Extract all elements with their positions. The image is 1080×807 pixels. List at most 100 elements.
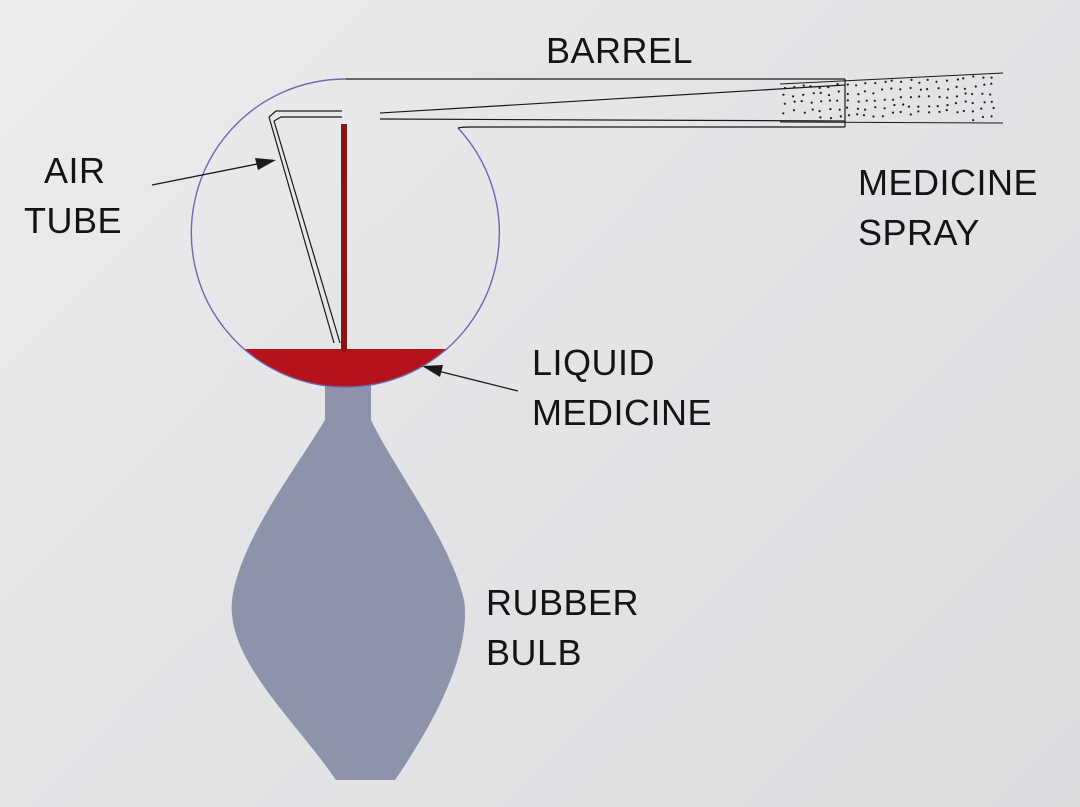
spray-dot <box>909 86 912 90</box>
spray-dot <box>938 110 941 113</box>
medicine-spray-dots <box>782 75 995 122</box>
dip-tube <box>341 124 347 352</box>
spray-dot <box>819 91 822 94</box>
spray-dot <box>907 105 911 108</box>
spray-dot <box>890 79 893 82</box>
spray-dot <box>928 105 931 108</box>
spray-dot <box>818 86 821 89</box>
spray-dot <box>881 115 885 118</box>
spray-dot <box>836 99 839 102</box>
spray-dot <box>956 78 960 81</box>
spray-dot <box>803 111 806 114</box>
spray-dot <box>945 109 948 112</box>
spray-dot <box>862 114 866 117</box>
spray-dot <box>926 78 929 81</box>
spray-dot <box>792 95 795 98</box>
spray-dot <box>964 92 967 95</box>
spray-dot <box>902 103 905 106</box>
air-tube-label-line-2: TUBE <box>24 200 123 241</box>
spray-dot <box>954 102 958 105</box>
barrel-label: BARREL <box>546 26 693 76</box>
medicine-spray-label-line-2: SPRAY <box>858 212 980 253</box>
spray-dot <box>793 85 796 89</box>
spray-dot <box>800 100 803 103</box>
spray-dot <box>918 95 921 98</box>
spray-dot <box>809 85 812 88</box>
spray-dot <box>883 107 886 110</box>
spray-dot <box>857 93 860 96</box>
spray-dot <box>937 87 940 90</box>
spray-dot <box>874 82 877 85</box>
spray-dot <box>846 99 849 102</box>
spray-dot <box>927 95 930 98</box>
spray-dot <box>818 110 821 113</box>
spray-dot <box>990 100 993 103</box>
spray-dot <box>990 82 993 85</box>
spray-dot <box>981 115 985 119</box>
spray-dot <box>810 101 813 104</box>
spray-dot <box>846 106 849 109</box>
spray-dot <box>971 92 974 96</box>
spray-dot <box>891 111 895 114</box>
spray-dot <box>974 85 977 88</box>
rubber-bulb <box>231 384 466 780</box>
spray-dot <box>983 83 986 86</box>
spray-dot <box>989 93 992 96</box>
spray-dot <box>963 87 967 90</box>
spray-dot <box>899 88 902 91</box>
spray-dot <box>909 96 913 99</box>
spray-dot <box>917 105 920 108</box>
liquid-medicine-label-line-1: LIQUID <box>532 342 656 383</box>
spray-dot <box>873 99 876 102</box>
spray-dot <box>827 86 830 89</box>
spray-dot <box>829 117 833 120</box>
spray-dot <box>962 77 965 80</box>
medicine-spray-label: MEDICINE SPRAY <box>858 158 1038 258</box>
spray-dot <box>899 96 903 99</box>
spray-dot <box>872 115 875 118</box>
spray-dot <box>947 88 950 91</box>
spray-dot <box>856 107 860 110</box>
spray-dot <box>962 109 965 113</box>
spray-dot <box>955 95 959 98</box>
spray-dot <box>935 80 938 83</box>
spray-dot <box>980 107 983 110</box>
spray-dot <box>990 76 993 79</box>
spray-dot <box>938 95 941 98</box>
spray-dot <box>863 90 867 93</box>
spray-dot <box>792 109 796 112</box>
spray-dot <box>802 93 805 96</box>
spray-dot <box>910 78 913 81</box>
spray-dot <box>918 81 921 84</box>
spray-dot <box>872 92 875 95</box>
liquid-medicine-label-line-2: MEDICINE <box>532 392 713 433</box>
spray-dot <box>783 86 787 90</box>
spray-dot <box>892 98 895 101</box>
spray-dot <box>964 100 967 103</box>
spray-dot <box>856 113 859 116</box>
spray-dot <box>982 76 985 79</box>
spray-dot <box>782 93 785 96</box>
spray-dot <box>983 101 986 104</box>
spray-dot <box>881 88 884 91</box>
air-tube <box>268 110 342 344</box>
medicine-spray-label-line-1: MEDICINE <box>858 162 1039 203</box>
spray-dot <box>946 96 949 99</box>
spray-dot <box>928 111 931 114</box>
spray-dot <box>917 110 920 113</box>
spray-dot <box>864 82 867 85</box>
spray-dot <box>981 92 984 95</box>
spray-dot <box>846 83 849 86</box>
spray-dot <box>971 110 975 113</box>
liquid-medicine-label: LIQUID MEDICINE <box>532 338 712 438</box>
spray-dot <box>972 119 975 122</box>
spray-dot <box>837 90 840 93</box>
spray-dot <box>883 98 886 101</box>
spray-dot <box>919 88 923 91</box>
spray-dot <box>782 112 785 115</box>
spray-dot <box>819 116 822 119</box>
spray-dot <box>847 114 851 117</box>
spray-dot <box>971 102 974 105</box>
